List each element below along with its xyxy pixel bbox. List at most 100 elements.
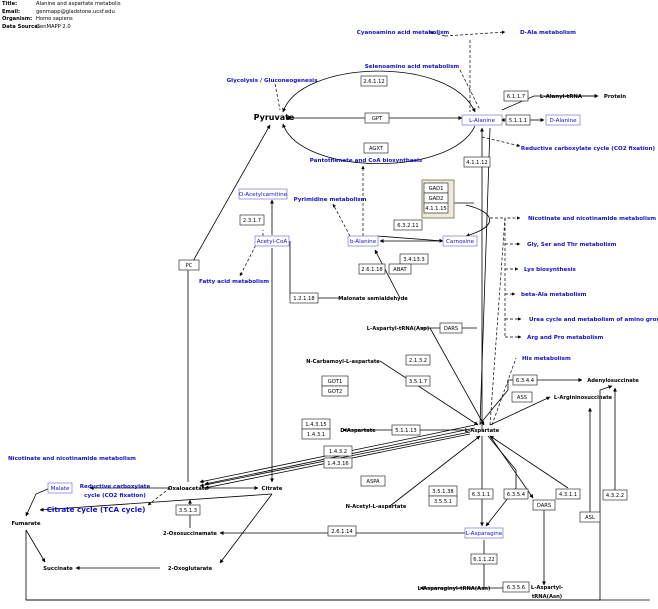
gene-box-gDARS[interactable]: DARS <box>439 322 463 334</box>
metabolite-box-carnosine[interactable]: Carnosine <box>442 235 478 247</box>
dashed-link-line <box>444 30 506 37</box>
metabolite-daspartate[interactable]: D-Aspartate <box>340 428 376 434</box>
gene-box-g2132[interactable]: 2.1.3.2 <box>405 354 431 366</box>
pathway-link-reductive2b[interactable]: cycle (CO2 fixation) <box>84 493 146 499</box>
gene-box-g26118[interactable]: 2.6.1.18 <box>358 263 386 275</box>
pathway-link-selenoamino[interactable]: Selenoamino acid metabolism <box>365 64 460 70</box>
gene-box-g14316[interactable]: 1.4.3.16 <box>323 457 353 469</box>
gene-box-g51113[interactable]: 5.1.1.13 <box>391 424 421 436</box>
metabolite-oxaloacetate[interactable]: Oxaloacetate <box>168 486 209 492</box>
gene-box-g3517[interactable]: 3.5.1.7 <box>405 375 431 387</box>
pathway-link-cyanoamino[interactable]: Cyanoamino acid metabolism <box>357 30 450 36</box>
pathway-link-betaala[interactable]: beta-Ala metabolism <box>521 292 587 298</box>
pathway-link-reductive2a[interactable]: Reductive carboxylate <box>80 484 151 490</box>
metabolite-adenylosucc[interactable]: Adenylosuccinate <box>587 378 639 384</box>
gene-box-g26112[interactable]: 2.6.1.12 <box>360 75 388 87</box>
metabolite-pyruvate[interactable]: Pyruvate <box>254 113 295 122</box>
pathway-link-tca[interactable]: Citrate cycle (TCA cycle) <box>47 505 146 514</box>
gene-box-g1431[interactable]: 1.4.3.1 <box>301 428 331 440</box>
metabolite-box-frame <box>347 235 379 247</box>
metabolite-laspartyl2b[interactable]: tRNA(Asn) <box>532 594 562 600</box>
pathway-link-reductive1[interactable]: Reductive carboxylate cycle (CO2 fixatio… <box>521 146 656 152</box>
pathway-link-urea[interactable]: Urea cycle and metabolism of amino group… <box>529 317 658 323</box>
gene-box-gGOT1[interactable]: GOT1 <box>321 375 349 387</box>
pathway-link-lys[interactable]: Lys biosynthesis <box>524 267 577 273</box>
gene-box-gGAD2[interactable]: GAD2 <box>423 192 449 204</box>
metabolite-laspartyl2a[interactable]: L-Aspartyl- <box>531 585 563 591</box>
metabolite-malonate[interactable]: Malonate semialdehyde <box>338 296 408 302</box>
gene-box-gGAD1[interactable]: GAD1 <box>423 182 449 194</box>
email-value[interactable]: genmapp@gladstone.ucsf.edu <box>36 8 115 15</box>
gene-box-g1432[interactable]: 1.4.3.2 <box>323 445 353 457</box>
metabolite-ncarbamoyl[interactable]: N-Carbamoyl-L-aspartate <box>306 359 380 365</box>
gene-box-g6344[interactable]: 6.3.4.4 <box>512 374 538 386</box>
metabolite-box-dalanine[interactable]: D-Alanine <box>545 114 581 126</box>
pathway-link-glycolysis[interactable]: Glycolysis / Gluconeogenesis <box>227 78 318 84</box>
pathway-link-nicotinate2[interactable]: Nicotinate and nicotinamide metabolism <box>8 456 136 462</box>
gene-box-g3513[interactable]: 3.5.1.3 <box>175 504 201 516</box>
gene-label: 5.1.1.13 <box>395 428 416 434</box>
metabolite-succinate[interactable]: Succinate <box>43 566 73 572</box>
gene-box-gAGXT[interactable]: AGXT <box>363 142 389 154</box>
metabolite-lasparaginyl[interactable]: L-Asparaginyl-tRNA(Asn) <box>418 586 491 592</box>
gene-box-g26114[interactable]: 2.6.1.14 <box>327 525 357 537</box>
metabolite-citrate[interactable]: Citrate <box>262 486 283 492</box>
gene-box-g41115[interactable]: 4.1.1.15 <box>423 202 449 214</box>
pathway-link-pantothenate[interactable]: Pantothenate and CoA biosynthesis <box>310 158 423 164</box>
gene-label: 1.4.3.2 <box>329 449 347 455</box>
gene-box-g35138[interactable]: 3.5.1.38 <box>428 485 458 497</box>
metabolite-laspartate[interactable]: L-Aspartate <box>465 428 500 434</box>
gene-box-gASL[interactable]: ASL <box>579 511 601 523</box>
reaction-line <box>219 493 273 564</box>
pathway-link-his[interactable]: His metabolism <box>522 356 571 362</box>
pathway-link-nicotinate1[interactable]: Nicotinate and nicotinamide metabolism <box>528 216 656 222</box>
metabolite-fumarate[interactable]: Fumarate <box>11 521 40 527</box>
gene-box-gGOT2[interactable]: GOT2 <box>321 385 349 397</box>
metabolite-larginino[interactable]: L-Argininosuccinate <box>554 395 613 401</box>
gene-box-gASS[interactable]: ASS <box>511 391 533 403</box>
gene-box-frame <box>360 475 386 487</box>
metabolite-box-balanine[interactable]: b-Alanine <box>347 235 379 247</box>
metabolite-oxoglut[interactable]: 2-Oxoglutarate <box>168 566 213 572</box>
pathway-link-fattyacid[interactable]: Fatty acid metabolism <box>199 279 269 285</box>
gene-box-g5111[interactable]: 5.1.1.1 <box>505 114 531 126</box>
metabolite-nacetyl[interactable]: N-Acetyl-L-aspartate <box>346 504 407 510</box>
gene-box-gASPA[interactable]: ASPA <box>360 475 386 487</box>
gene-box-g6356[interactable]: 6.3.5.6 <box>502 581 530 593</box>
gene-box-g14315[interactable]: 1.4.3.15 <box>301 418 331 430</box>
gene-box-gGPT[interactable]: GPT <box>364 112 390 124</box>
metabolite-label: Acetyl-CoA <box>257 239 288 245</box>
metabolite-laspartyltrna[interactable]: L-Aspartyl-tRNA(Asp) <box>367 326 430 332</box>
gene-box-g6354[interactable]: 6.3.5.4 <box>503 488 529 500</box>
metabolite-box-lalanine[interactable]: L-Alanine <box>461 114 503 126</box>
gene-box-gABAT[interactable]: ABAT <box>388 263 412 275</box>
gene-box-g41112[interactable]: 4.1.1.12 <box>463 156 491 168</box>
gene-box-g63211[interactable]: 6.3.2.11 <box>393 219 423 231</box>
pathway-link-pyrimidine[interactable]: Pyrimidine metabolism <box>294 197 367 203</box>
gene-box-g4311[interactable]: 4.3.1.1 <box>555 488 581 500</box>
gene-box-g3551[interactable]: 3.5.5.1 <box>428 495 458 507</box>
gene-box-frame <box>363 142 389 154</box>
title-row: Title:Alanine and aspartate metabolis <box>2 1 121 9</box>
metabolite-box-acetylcoa[interactable]: Acetyl-CoA <box>254 235 290 247</box>
gene-box-g6117[interactable]: 6.1.1.7 <box>503 90 529 102</box>
gene-box-gPC[interactable]: PC <box>178 259 200 271</box>
gene-box-gDARS2[interactable]: DARS <box>532 499 556 511</box>
gene-box-g34133[interactable]: 3.4.13.3 <box>399 253 429 265</box>
gene-box-g6311[interactable]: 6.3.1.1 <box>468 488 494 500</box>
metabolite-lalanyltrna[interactable]: L-Alanyl-tRNA <box>540 94 583 100</box>
gene-box-g12118[interactable]: 1.2.1.18 <box>289 292 319 304</box>
gene-box-g61122[interactable]: 6.1.1.22 <box>470 553 498 565</box>
gene-box-g4322[interactable]: 4.3.2.2 <box>602 489 628 501</box>
pathway-link-dala[interactable]: D-Ala metabolism <box>520 30 576 36</box>
metabolite-box-oacetyl[interactable]: O-Acetylcarnitine <box>238 188 288 200</box>
pathway-link-argpro[interactable]: Arg and Pro metabolism <box>527 335 603 341</box>
metabolite-oxosucc[interactable]: 2-Oxosuccinamate <box>163 531 217 537</box>
reaction-line <box>429 327 485 426</box>
gene-box-g2317[interactable]: 2.3.1.7 <box>239 214 265 226</box>
metabolite-box-malate[interactable]: Malate <box>47 482 73 494</box>
metabolite-protein[interactable]: Protein <box>604 94 626 100</box>
metabolite-box-lasparagine[interactable]: L-Asparagine <box>464 527 504 539</box>
pathway-link-glyser[interactable]: Gly, Ser and Thr metabolism <box>527 242 617 248</box>
